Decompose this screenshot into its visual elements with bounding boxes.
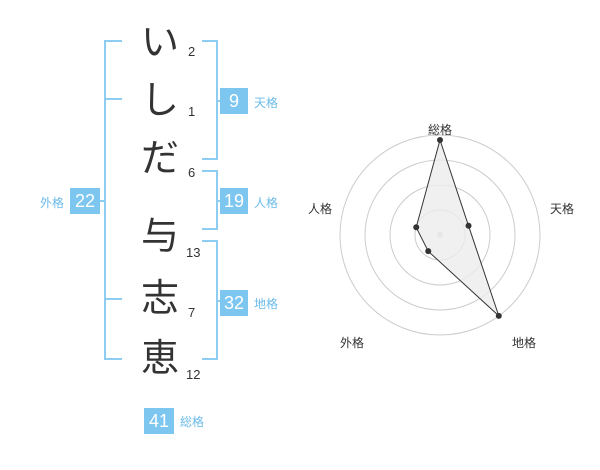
- radar-point-2: [495, 312, 502, 319]
- gaikaku-bracket-mid-tick: [104, 298, 122, 300]
- gaikaku-badge: 22: [70, 188, 100, 214]
- radar-point-4: [413, 224, 420, 231]
- chikaku-badge: 32: [220, 290, 248, 316]
- stroke-count-1: 2: [188, 44, 196, 59]
- stroke-count-5: 7: [188, 305, 196, 320]
- jinkaku-badge: 19: [220, 188, 248, 214]
- stroke-count-4: 13: [186, 245, 201, 260]
- radar-series-polygon: [415, 138, 500, 317]
- jinkaku-bracket-connector: [216, 200, 222, 202]
- radar-label-tenkaku: 天格: [550, 202, 575, 216]
- name-char-5: 志: [140, 276, 179, 320]
- gaikaku-bracket-mid-tick: [104, 98, 122, 100]
- name-char-3: だ: [140, 136, 179, 180]
- soukaku-label: 総格: [180, 415, 205, 429]
- radar-point-0: [437, 137, 443, 143]
- radar-point-1: [465, 222, 472, 229]
- chikaku-bracket-connector: [216, 300, 222, 302]
- tenkaku-bracket-connector: [216, 100, 222, 102]
- radar-label-chikaku: 地格: [512, 336, 537, 350]
- tenkaku-label: 天格: [254, 96, 279, 110]
- gaikaku-bracket-connector: [98, 200, 106, 202]
- jinkaku-label: 人格: [254, 196, 279, 210]
- name-char-1: い: [140, 20, 179, 64]
- radar-label-gaikaku: 外格: [340, 336, 365, 350]
- radar-label-jinkaku: 人格: [308, 202, 333, 216]
- gaikaku-label: 外格: [40, 196, 65, 210]
- stroke-count-3: 6: [188, 165, 196, 180]
- name-char-4: 与: [140, 214, 179, 258]
- soukaku-badge: 41: [144, 408, 174, 434]
- stroke-count-2: 1: [188, 104, 196, 119]
- radar-ring-4: [339, 134, 541, 336]
- radar-label-soukaku: 総格: [428, 123, 453, 137]
- stroke-count-6: 12: [186, 367, 201, 382]
- name-char-2: し: [140, 78, 179, 122]
- tenkaku-badge: 9: [220, 88, 248, 114]
- name-char-6: 恵: [140, 336, 179, 380]
- chikaku-label: 地格: [254, 297, 279, 311]
- radar-point-3: [425, 248, 432, 255]
